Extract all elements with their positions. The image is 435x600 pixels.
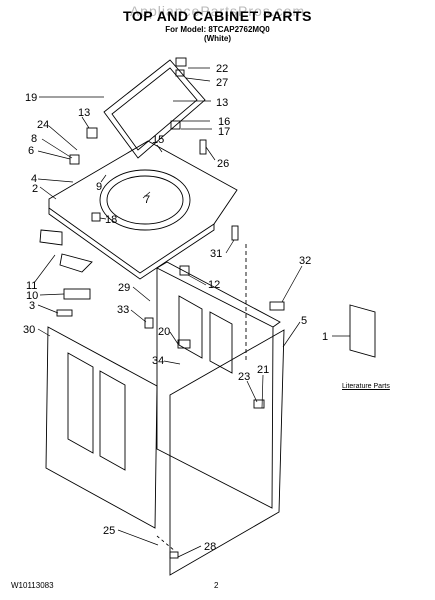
callout-29: 29 bbox=[118, 282, 130, 294]
part-31 bbox=[231, 225, 239, 241]
callout-9: 9 bbox=[96, 181, 102, 193]
callout-1: 1 bbox=[322, 331, 328, 343]
part-32 bbox=[269, 301, 285, 311]
callout-3: 3 bbox=[29, 300, 35, 312]
literature-parts bbox=[349, 304, 376, 358]
callout-21: 21 bbox=[257, 364, 269, 376]
callout-19: 19 bbox=[25, 92, 37, 104]
part-6 bbox=[69, 154, 80, 165]
part-18 bbox=[91, 212, 101, 222]
part-23 bbox=[253, 399, 265, 409]
model-number: For Model: 8TCAP2762MQ0 bbox=[165, 25, 270, 34]
callout-31: 31 bbox=[210, 248, 222, 260]
part-16 bbox=[170, 120, 181, 130]
lid bbox=[103, 59, 206, 159]
part-20 bbox=[177, 339, 191, 349]
callout-4: 4 bbox=[31, 173, 37, 185]
literature-parts-label: Literature Parts bbox=[342, 383, 390, 390]
callout-12: 12 bbox=[208, 279, 220, 291]
callout-6: 6 bbox=[28, 145, 34, 157]
callout-26: 26 bbox=[217, 158, 229, 170]
part-3 bbox=[56, 309, 73, 317]
color-variant: (White) bbox=[203, 34, 232, 43]
callout-7: 7 bbox=[144, 194, 150, 206]
front-panel bbox=[45, 326, 158, 529]
callout-27: 27 bbox=[216, 77, 228, 89]
callout-30: 30 bbox=[23, 324, 35, 336]
cabinet-side bbox=[156, 267, 274, 509]
callout-5: 5 bbox=[301, 315, 307, 327]
callout-16: 16 bbox=[218, 116, 230, 128]
part-33 bbox=[144, 317, 154, 329]
part-22 bbox=[175, 57, 187, 67]
part-27 bbox=[175, 69, 185, 77]
callout-15: 15 bbox=[152, 134, 164, 146]
callout-23: 23 bbox=[238, 371, 250, 383]
callout-13-left: 13 bbox=[78, 107, 90, 119]
callout-2: 2 bbox=[32, 183, 38, 195]
tub-opening bbox=[99, 169, 191, 231]
part-10 bbox=[63, 288, 91, 300]
callout-17: 17 bbox=[218, 126, 230, 138]
callout-13-right: 13 bbox=[216, 97, 228, 109]
part-13 bbox=[86, 127, 98, 139]
page-number: 2 bbox=[214, 581, 219, 590]
callout-10: 10 bbox=[26, 290, 38, 302]
callout-24: 24 bbox=[37, 119, 49, 131]
page-title: TOP AND CABINET PARTS bbox=[123, 8, 312, 24]
callout-18: 18 bbox=[105, 214, 117, 226]
callout-8: 8 bbox=[31, 133, 37, 145]
part-26 bbox=[199, 139, 207, 155]
part-28 bbox=[169, 551, 179, 559]
callout-20: 20 bbox=[158, 326, 170, 338]
watermark: AppliancePartsPros.com bbox=[129, 3, 306, 19]
part-12 bbox=[179, 265, 190, 276]
callout-33: 33 bbox=[117, 304, 129, 316]
callout-22: 22 bbox=[216, 63, 228, 75]
callout-25: 25 bbox=[103, 525, 115, 537]
callout-34: 34 bbox=[152, 355, 164, 367]
callout-28: 28 bbox=[204, 541, 216, 553]
part-11 bbox=[39, 229, 63, 246]
callout-11: 11 bbox=[26, 280, 37, 292]
document-number: W10113083 bbox=[11, 581, 54, 590]
callout-32: 32 bbox=[299, 255, 311, 267]
top-panel bbox=[48, 140, 238, 274]
